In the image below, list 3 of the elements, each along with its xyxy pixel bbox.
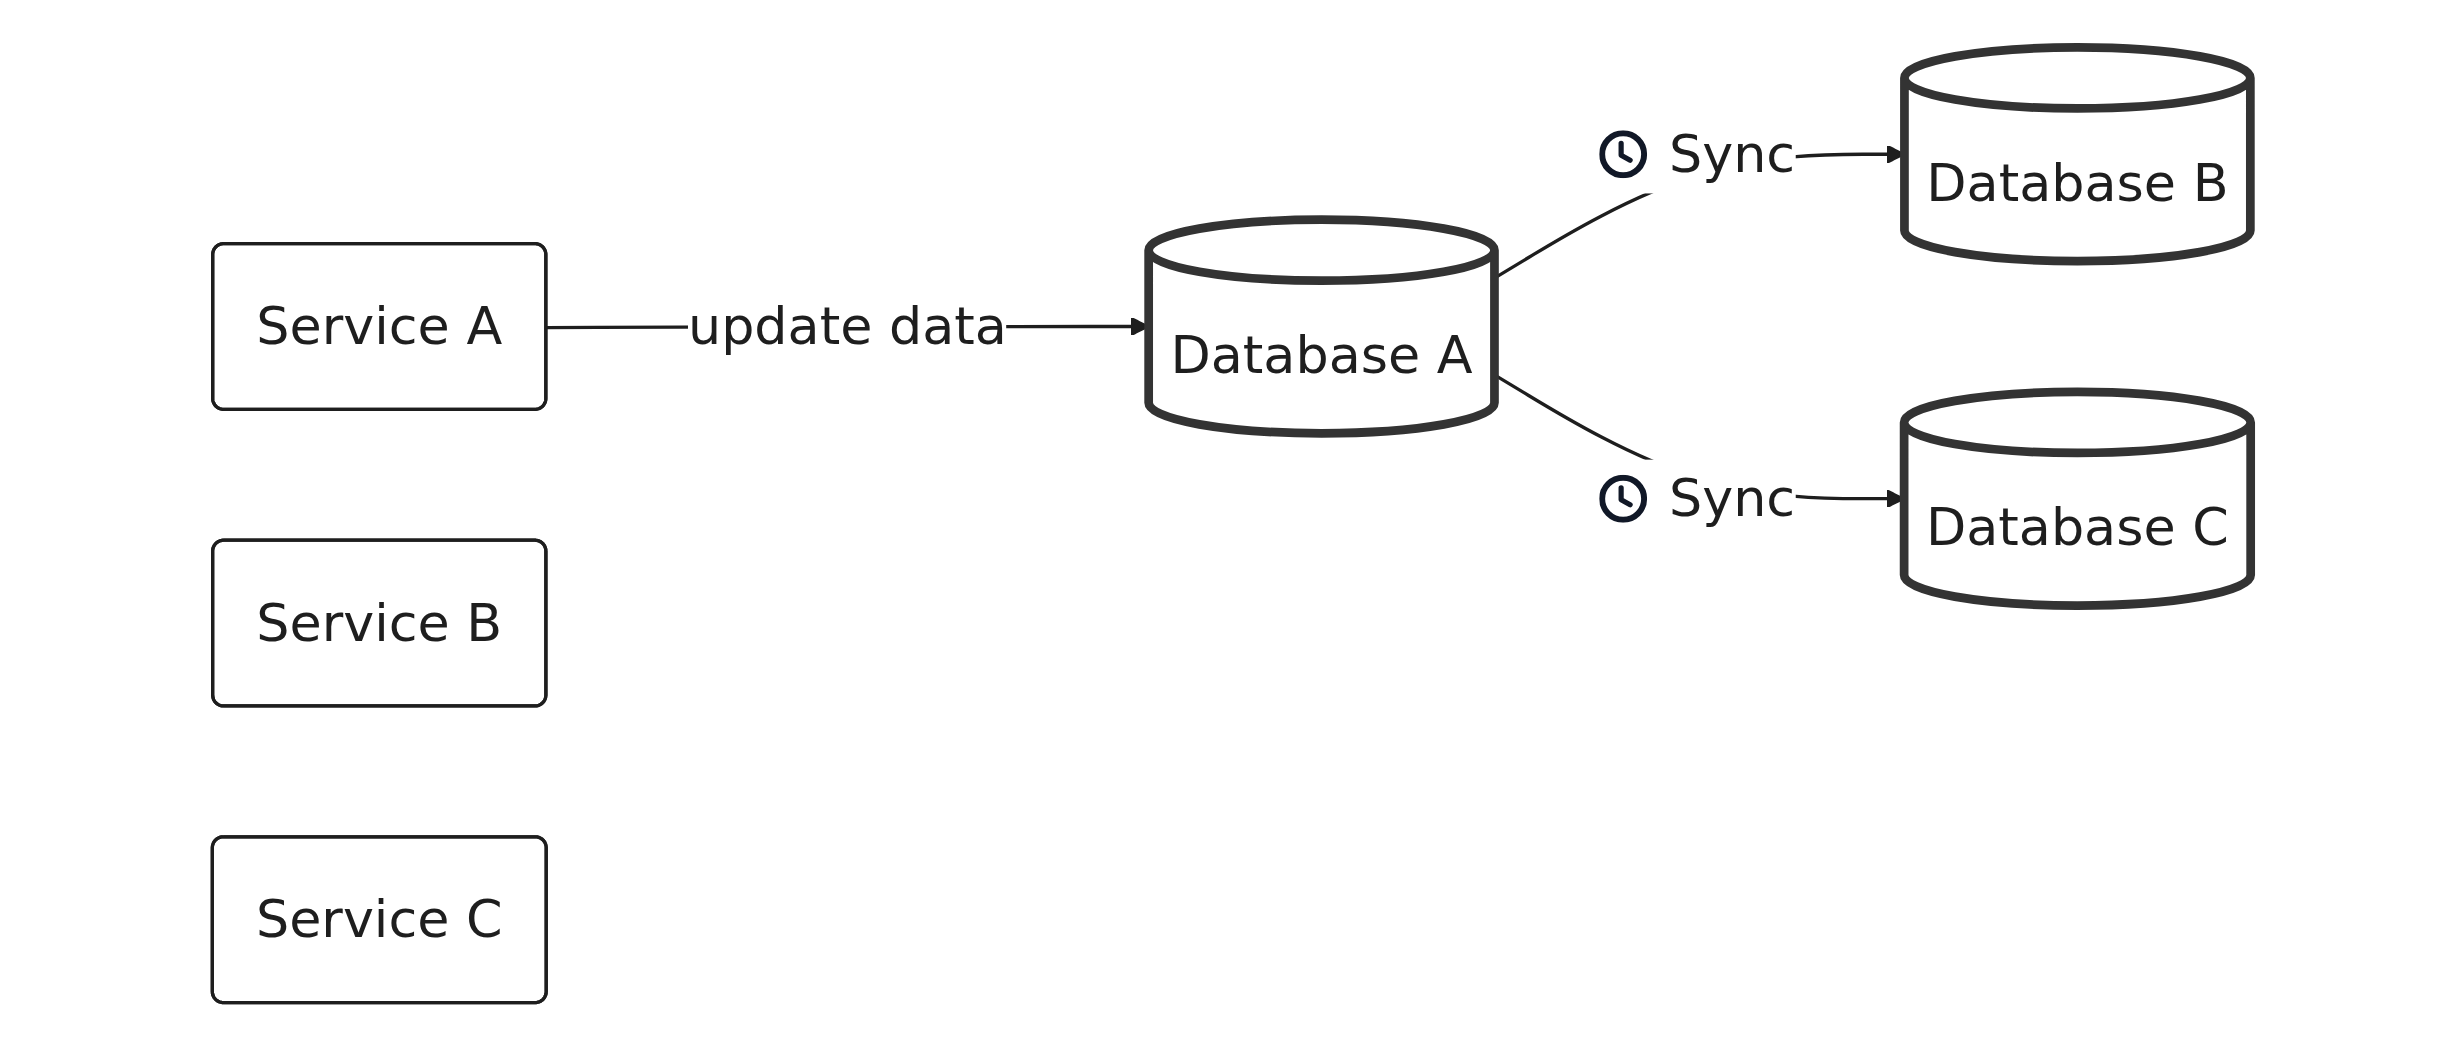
edge-label: update data	[687, 295, 1007, 358]
edge-label: Sync	[1668, 123, 1796, 185]
edge-label: Sync	[1668, 468, 1796, 530]
